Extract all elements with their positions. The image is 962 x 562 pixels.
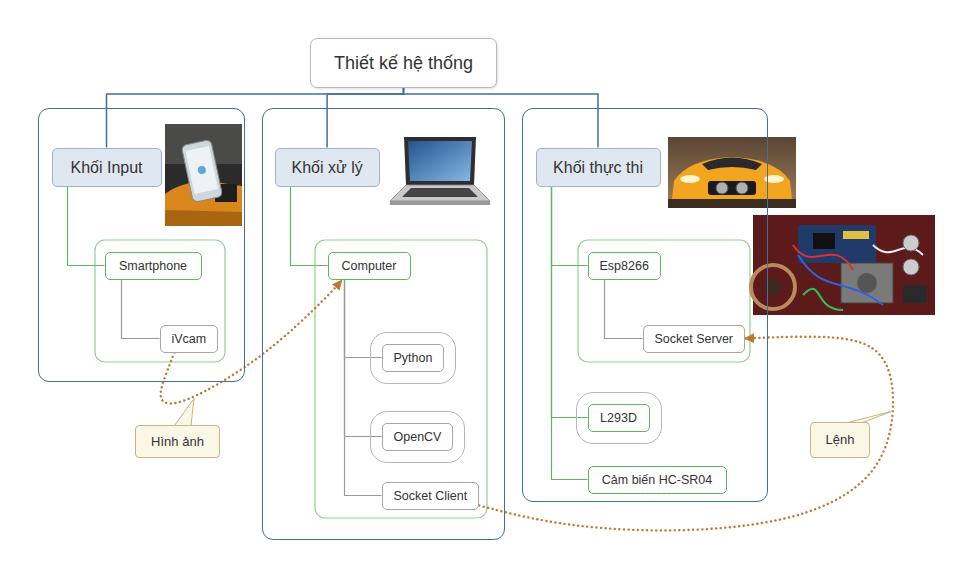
- group-frame: [578, 240, 750, 362]
- car-photo: [702, 158, 762, 171]
- connector-stub: [106, 108, 108, 148]
- phone-photo: [165, 124, 242, 226]
- circuit-photo: [813, 233, 835, 249]
- car-photo: [736, 182, 748, 194]
- tree-connector: [345, 280, 382, 496]
- component-label: Computer: [329, 253, 410, 279]
- component-box: Cảm biến HC-SR04: [588, 466, 727, 494]
- circuit-photo: [903, 285, 927, 303]
- laptop-picture: [404, 137, 476, 185]
- dotted-arrow: [161, 281, 342, 404]
- block-header: Khối Input: [52, 148, 162, 187]
- laptop-picture: [402, 188, 478, 197]
- car-photo: [668, 137, 796, 208]
- connector-stub: [107, 108, 599, 148]
- component-box: Smartphone: [105, 252, 202, 280]
- callout-tail: [173, 399, 194, 428]
- tree-connector: [107, 88, 404, 108]
- tree-connector: [404, 88, 599, 108]
- car-photo: [668, 137, 796, 208]
- circuit-photo: [841, 263, 893, 303]
- component-label: L293D: [589, 405, 649, 431]
- title-text: Thiết kế hệ thống: [311, 39, 496, 87]
- car-photo: [716, 182, 728, 194]
- component-box: Socket Server: [643, 325, 746, 353]
- component-box: Computer: [328, 252, 411, 280]
- circuit-photo: [843, 231, 869, 239]
- callout-tail: [173, 399, 893, 428]
- tree-connector: [345, 280, 382, 358]
- tree-connector: [605, 280, 643, 339]
- tree-connector: [291, 187, 328, 266]
- tree-connector: [552, 187, 588, 480]
- component-box: Esp8266: [588, 252, 661, 280]
- connector-stub: [326, 108, 328, 148]
- callout-box: Lệnh: [810, 422, 870, 458]
- phone-photo: [181, 140, 222, 203]
- component-box: L293D: [588, 404, 650, 432]
- phone-photo: [185, 146, 218, 194]
- group-frame: [95, 240, 750, 518]
- component-label: Cảm biến HC-SR04: [589, 467, 726, 493]
- phone-photo: [165, 210, 242, 226]
- tree-connector: [345, 280, 382, 437]
- component-box: Python: [382, 344, 445, 372]
- connector-group: [68, 88, 894, 530]
- tree-connector: [68, 187, 105, 266]
- tree-connector: [552, 187, 588, 418]
- circuit-photo: [903, 259, 919, 275]
- circuit-photo: [798, 255, 883, 305]
- title-box: Thiết kế hệ thống: [310, 38, 497, 88]
- car-photo: [672, 157, 792, 199]
- tree-connector: [122, 280, 160, 339]
- component-label: Socket Server: [644, 326, 745, 352]
- component-box: OpenCV: [382, 423, 454, 451]
- component-label: iVcam: [161, 326, 218, 352]
- component-label: Esp8266: [589, 253, 660, 279]
- circuit-photo: [751, 215, 935, 315]
- component-label: Python: [383, 345, 444, 371]
- laptop-picture: [390, 201, 490, 205]
- component-label: Socket Client: [383, 483, 479, 509]
- connector-stub: [597, 108, 599, 148]
- callout-label: Hình ảnh: [136, 426, 219, 457]
- component-label: OpenCV: [383, 424, 453, 450]
- circuit-photo: [857, 273, 877, 293]
- block-header: Khối thực thi: [536, 148, 661, 187]
- car-photo: [668, 199, 796, 208]
- car-photo: [680, 175, 700, 183]
- circuit-photo: [903, 235, 919, 251]
- block-panel: Khối InputSmartphone iVcam: [38, 108, 245, 382]
- component-box: Socket Client: [382, 482, 480, 510]
- component-label: Smartphone: [106, 253, 201, 279]
- laptop-picture: [390, 137, 490, 205]
- car-photo: [764, 175, 784, 183]
- car-photo: [708, 181, 756, 195]
- phone-photo: [197, 165, 206, 174]
- laptop-picture: [408, 141, 472, 181]
- tree-connector: [327, 88, 403, 108]
- callout-label: Lệnh: [811, 423, 869, 457]
- component-box: iVcam: [160, 325, 219, 353]
- block-panel: Khối thực thiEsp8266Socket ServerL293D Cả…: [522, 108, 768, 502]
- phone-photo: [165, 124, 242, 226]
- circuit-photo: [803, 289, 843, 310]
- callout-box: Hình ảnh: [135, 425, 220, 458]
- circuit-photo: [751, 265, 795, 309]
- group-frame: [95, 240, 225, 362]
- tree-connector: [552, 187, 588, 266]
- phone-photo: [181, 140, 222, 203]
- block-header: Khối xử lý: [275, 148, 380, 187]
- block-panel: Khối xử lý ComputerPythonOpenCV Socket Cli…: [262, 108, 505, 540]
- laptop-picture: [390, 185, 490, 201]
- circuit-photo: [793, 245, 853, 270]
